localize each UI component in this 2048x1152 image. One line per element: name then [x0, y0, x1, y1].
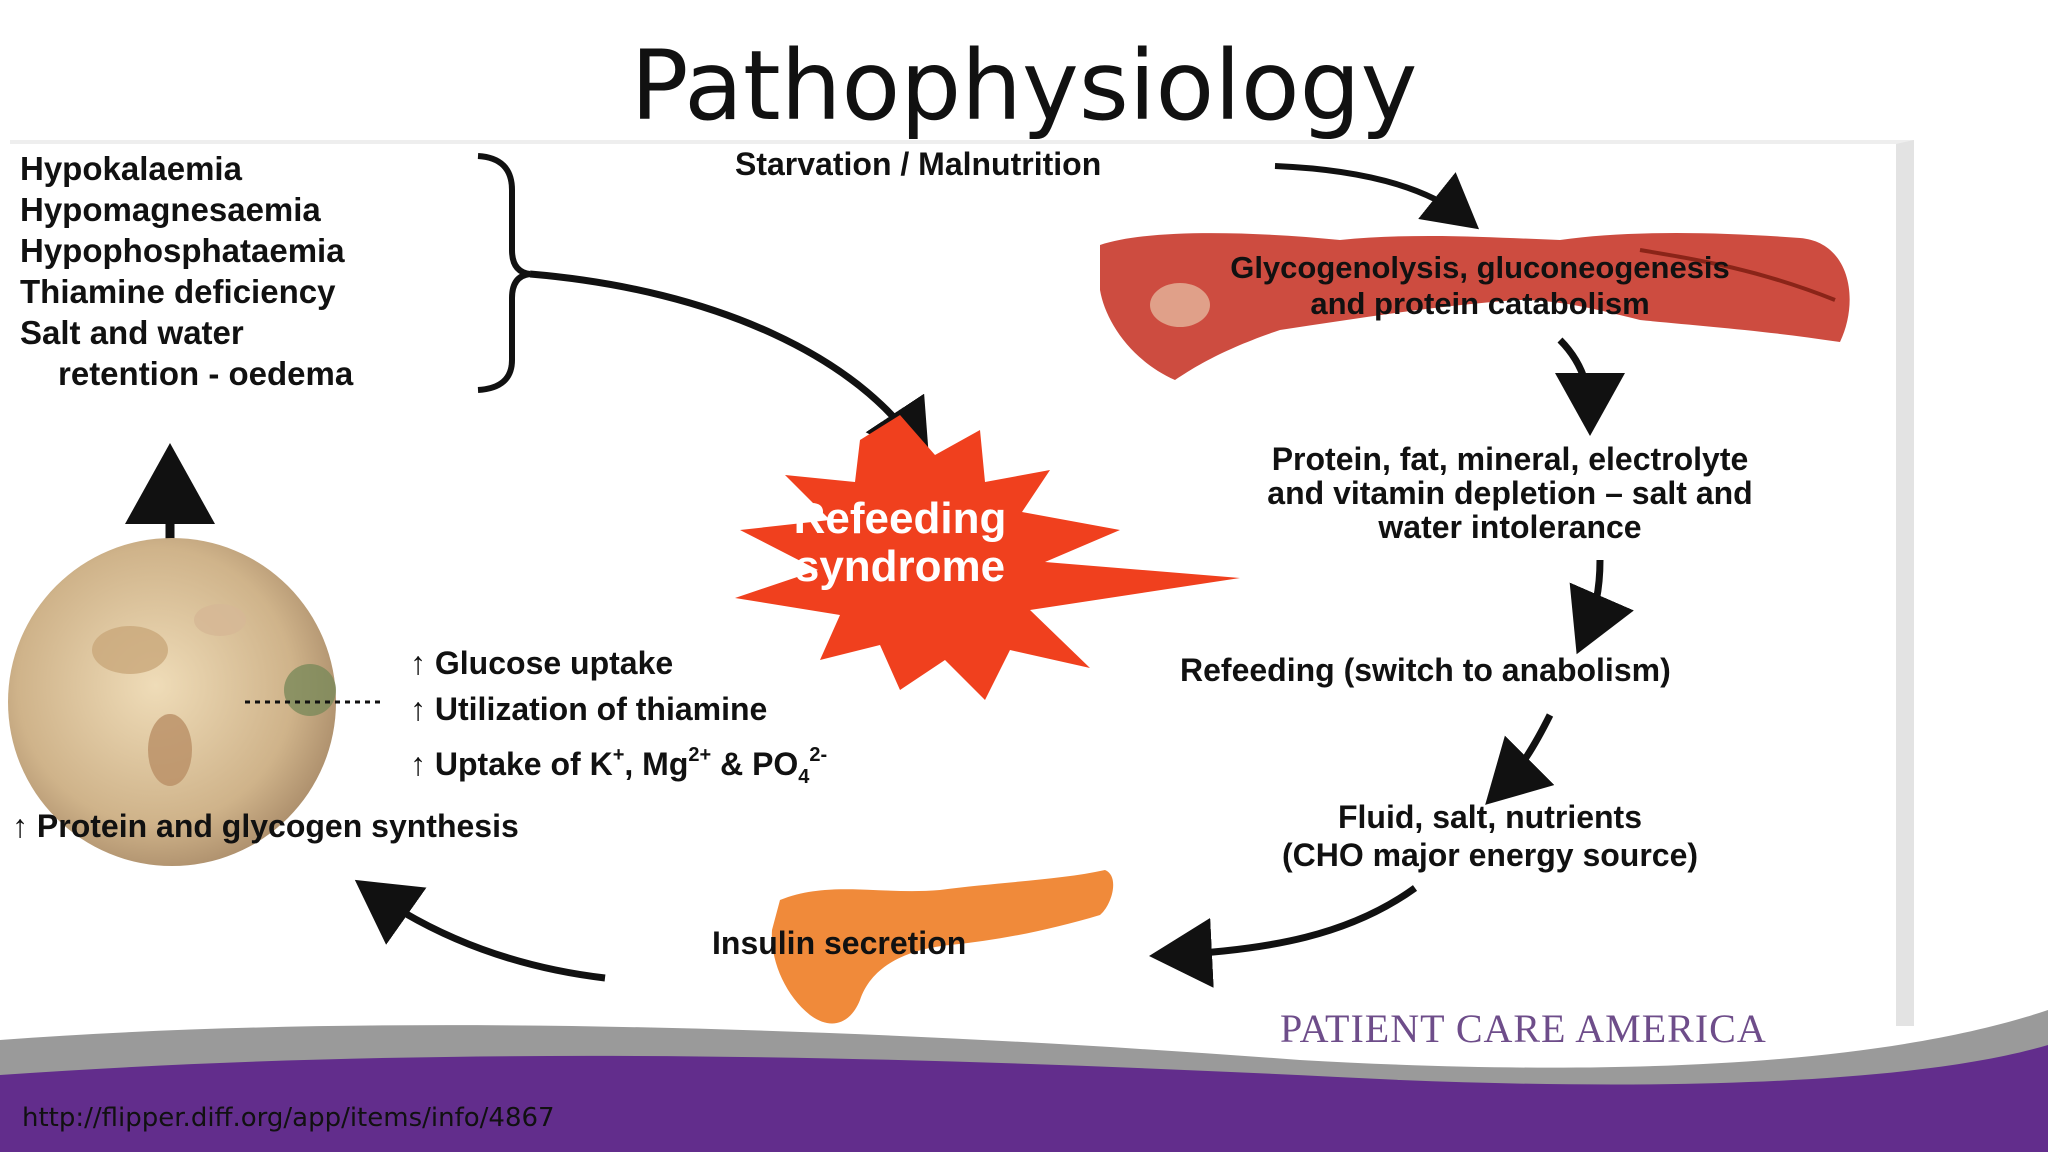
condition-item: Thiamine deficiency	[20, 273, 336, 310]
liver-image	[1100, 233, 1850, 380]
syndrome-label-line2: syndrome	[794, 542, 1006, 591]
fluid-line1: Fluid, salt, nutrients	[1337, 799, 1642, 835]
depletion-line1: Protein, fat, mineral, electrolyte	[1271, 441, 1749, 477]
depletion-line3: water intolerance	[1378, 509, 1642, 545]
condition-item: retention - oedema	[58, 355, 354, 392]
effect-uptake: ↑ Uptake of K+, Mg2+ & PO42-	[410, 744, 828, 788]
syndrome-label: Refeeding syndrome	[690, 495, 1110, 591]
source-url: http://flipper.diff.org/app/items/info/4…	[22, 1103, 555, 1133]
glycogenolysis-label: Glycogenolysis, gluconeogenesis and prot…	[1100, 250, 1860, 322]
condition-item: Hypophosphataemia	[20, 232, 345, 269]
depletion-label: Protein, fat, mineral, electrolyte and v…	[1150, 442, 1870, 544]
arrow-starvation-to-liver	[1274, 163, 1480, 230]
cell-effects-list: ↑ Glucose uptake ↑ Utilization of thiami…	[410, 640, 827, 800]
arrow-brace-to-syndrome	[529, 270, 930, 466]
synthesis-label: ↑ Protein and glycogen synthesis	[12, 808, 519, 844]
arrow-depletion-to-refeeding	[1569, 559, 1634, 655]
fluid-line2: (CHO major energy source)	[1281, 837, 1699, 873]
arrow-fluid-to-insulin	[1149, 885, 1418, 988]
company-logo: PATIENT CARE AMERICA	[1280, 1006, 1767, 1051]
pancreas-image	[771, 870, 1114, 1024]
arrow-insulin-to-synthesis	[354, 879, 606, 982]
condition-item: Salt and water	[20, 314, 244, 351]
insulin-label: Insulin secretion	[712, 925, 967, 961]
fluid-label: Fluid, salt, nutrients (CHO major energy…	[1170, 798, 1810, 874]
slide-title: Pathophysiology	[630, 30, 1418, 142]
effect-thiamine: ↑ Utilization of thiamine	[410, 691, 768, 727]
condition-item: Hypokalaemia	[20, 150, 242, 187]
cell-image	[8, 538, 336, 866]
purple-band	[0, 1045, 2048, 1152]
condition-item: Hypomagnesaemia	[20, 191, 321, 228]
arrow-liver-to-depletion	[1554, 337, 1625, 436]
glyco-line1: Glycogenolysis, gluconeogenesis	[1230, 250, 1730, 285]
refeeding-label: Refeeding (switch to anabolism)	[1180, 652, 1671, 688]
depletion-line2: and vitamin depletion – salt and	[1267, 475, 1753, 511]
effect-glucose: ↑ Glucose uptake	[410, 645, 674, 681]
conditions-list: Hypokalaemia Hypomagnesaemia Hypophospha…	[20, 148, 353, 394]
arrow-refeeding-to-fluid	[1485, 713, 1555, 805]
conditions-brace	[477, 153, 531, 393]
refeeding-syndrome-star	[735, 415, 1240, 700]
syndrome-label-line1: Refeeding	[793, 494, 1007, 543]
glyco-line2: and protein catabolism	[1310, 286, 1650, 321]
starvation-label: Starvation / Malnutrition	[735, 146, 1102, 182]
